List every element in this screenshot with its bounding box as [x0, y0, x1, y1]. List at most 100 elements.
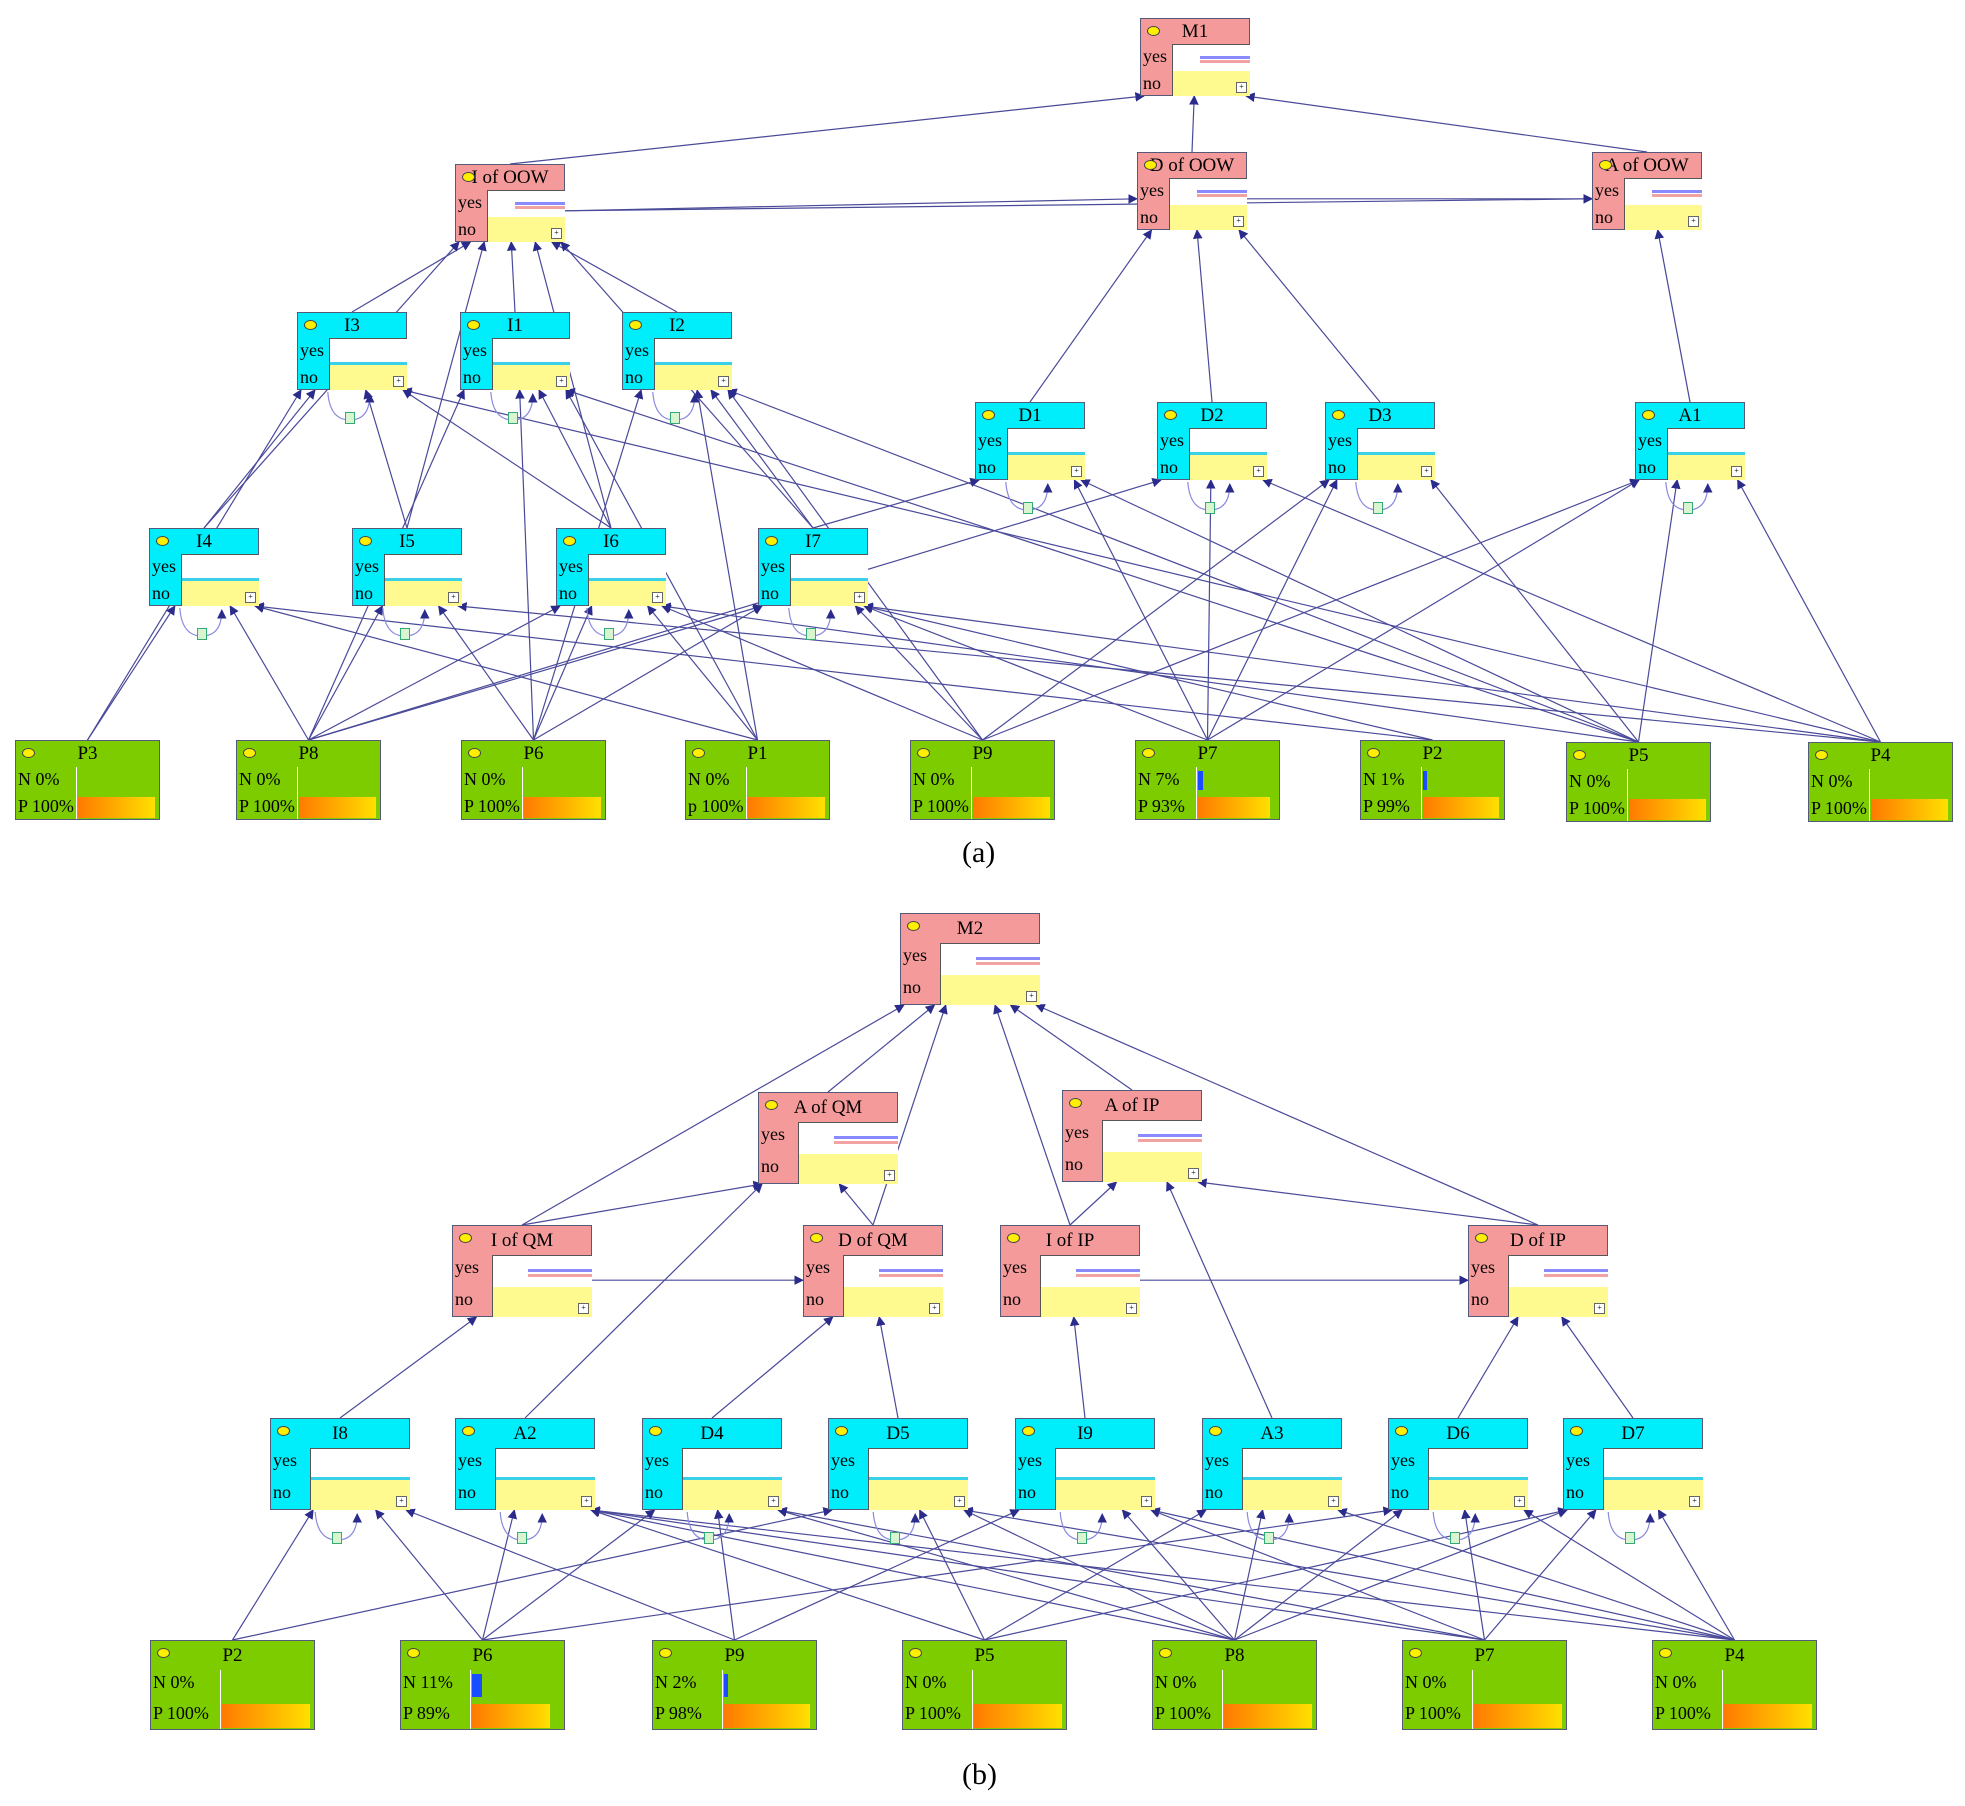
expand-icon[interactable]: + [652, 592, 663, 603]
expand-icon[interactable]: + [1188, 1168, 1199, 1179]
expand-icon[interactable]: + [1233, 216, 1244, 227]
state-yes-label: yes [1595, 180, 1619, 200]
expand-icon[interactable]: + [1126, 1303, 1137, 1314]
bar-divider [76, 767, 77, 819]
expand-icon[interactable]: + [1236, 82, 1247, 93]
edge-bp5-to-a3 [984, 1509, 1207, 1641]
expand-icon[interactable]: + [1071, 466, 1082, 477]
edge-dqm-to-m2 [872, 1004, 948, 1226]
edge-bp7-to-d7 [1484, 1509, 1597, 1641]
state-n-label: N 0% [18, 769, 60, 789]
distribution-plot [1007, 428, 1085, 480]
expand-icon[interactable]: + [1594, 1303, 1605, 1314]
expand-icon[interactable]: + [854, 592, 865, 603]
expand-icon[interactable]: + [1421, 466, 1432, 477]
edge-bp4-to-d7 [1657, 1509, 1736, 1641]
status-dot-icon [1642, 410, 1655, 420]
expand-icon[interactable]: + [954, 1496, 965, 1507]
edge-bp7-to-d4 [777, 1506, 1485, 1641]
expand-icon[interactable]: + [929, 1303, 940, 1314]
expand-icon[interactable]: + [1689, 1496, 1700, 1507]
distribution-plot [1055, 1448, 1155, 1510]
expand-icon[interactable]: + [1688, 216, 1699, 227]
expand-icon[interactable]: + [551, 228, 562, 239]
expand-icon[interactable]: + [396, 1496, 407, 1507]
loop-tag-icon [332, 1532, 343, 1544]
expand-icon[interactable]: + [1514, 1496, 1525, 1507]
expand-icon[interactable]: + [581, 1496, 592, 1507]
expand-icon[interactable]: + [1026, 991, 1037, 1002]
bar-divider [972, 1670, 973, 1729]
expand-icon[interactable]: + [556, 376, 567, 387]
expand-icon[interactable]: + [448, 592, 459, 603]
loop-tag-icon [805, 628, 816, 640]
state-yes-label: yes [1328, 430, 1352, 450]
expand-icon[interactable]: + [1141, 1496, 1152, 1507]
status-dot-icon [1409, 1648, 1422, 1658]
expand-icon[interactable]: + [578, 1303, 589, 1314]
trend-line [1137, 1139, 1202, 1143]
expand-icon[interactable]: + [1253, 466, 1264, 477]
expand-icon[interactable]: + [884, 1170, 895, 1181]
status-dot-icon [563, 536, 576, 546]
trend-line [1075, 1274, 1140, 1278]
trend-line [182, 578, 259, 582]
distribution-plot [492, 1255, 592, 1317]
expand-icon[interactable]: + [245, 592, 256, 603]
expand-icon[interactable]: + [768, 1496, 779, 1507]
node-title: D3 [1368, 405, 1392, 426]
expand-icon[interactable]: + [718, 376, 729, 387]
edge-aqm-to-m2 [827, 1004, 936, 1093]
expand-icon[interactable]: + [393, 376, 404, 387]
expand-icon[interactable]: + [1328, 1496, 1339, 1507]
expand-icon[interactable]: + [1731, 466, 1742, 477]
edge-aoow-to-m1 [1245, 92, 1648, 153]
